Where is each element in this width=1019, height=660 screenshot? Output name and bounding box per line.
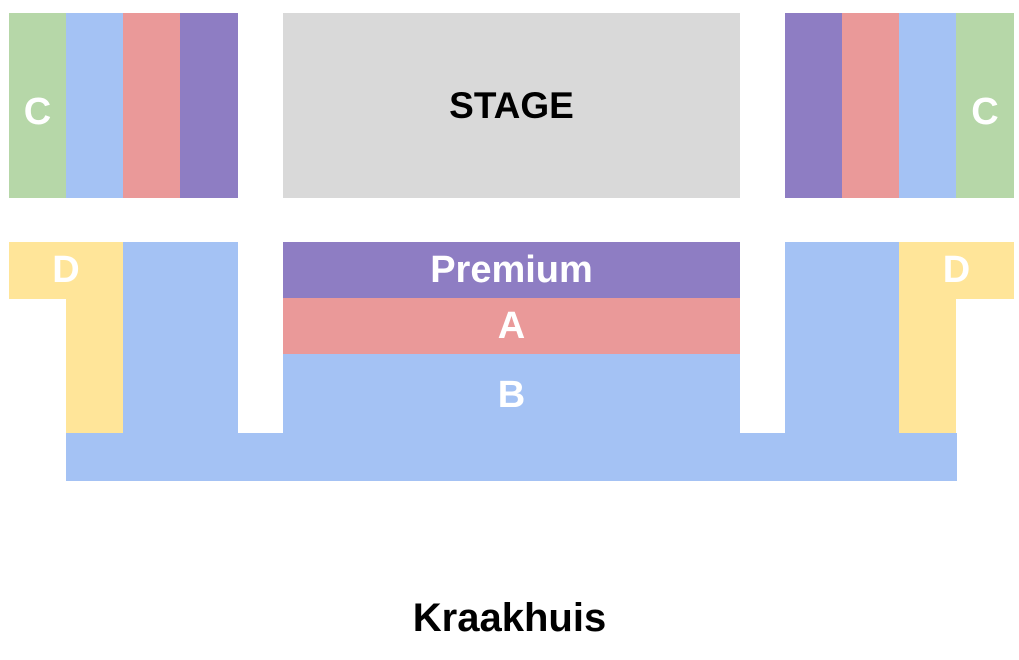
section-b-top-left[interactable] xyxy=(66,13,123,198)
section-c-left[interactable] xyxy=(9,13,66,198)
section-a-top-right[interactable] xyxy=(842,13,899,198)
section-a[interactable] xyxy=(283,298,740,354)
section-premium[interactable] xyxy=(283,242,740,298)
section-c-right-label: C xyxy=(971,90,999,133)
section-d-right-column[interactable] xyxy=(899,299,956,433)
section-premium-top-right[interactable] xyxy=(785,13,842,198)
section-a-top-left[interactable] xyxy=(123,13,180,198)
section-premium-top-left[interactable] xyxy=(180,13,238,198)
section-b-label: B xyxy=(497,374,526,416)
section-b-left[interactable] xyxy=(123,242,238,433)
section-d-left[interactable] xyxy=(9,242,123,299)
stage xyxy=(283,13,740,198)
section-b-bottom[interactable] xyxy=(66,433,957,481)
venue-name: Kraakhuis xyxy=(412,595,607,640)
section-b-right[interactable] xyxy=(785,242,899,433)
section-b-top-right[interactable] xyxy=(899,13,956,198)
section-d-left-column[interactable] xyxy=(66,299,123,433)
section-d-right-label: D xyxy=(942,249,971,291)
section-c-right[interactable] xyxy=(956,13,1014,198)
section-premium-label: Premium xyxy=(430,248,593,291)
stage-label: STAGE xyxy=(449,84,574,126)
section-a-label: A xyxy=(497,304,526,347)
section-d-left-label: D xyxy=(52,249,80,291)
section-d-right[interactable] xyxy=(899,242,1014,299)
section-c-left-label: C xyxy=(23,90,52,133)
section-b-center[interactable] xyxy=(283,354,740,433)
